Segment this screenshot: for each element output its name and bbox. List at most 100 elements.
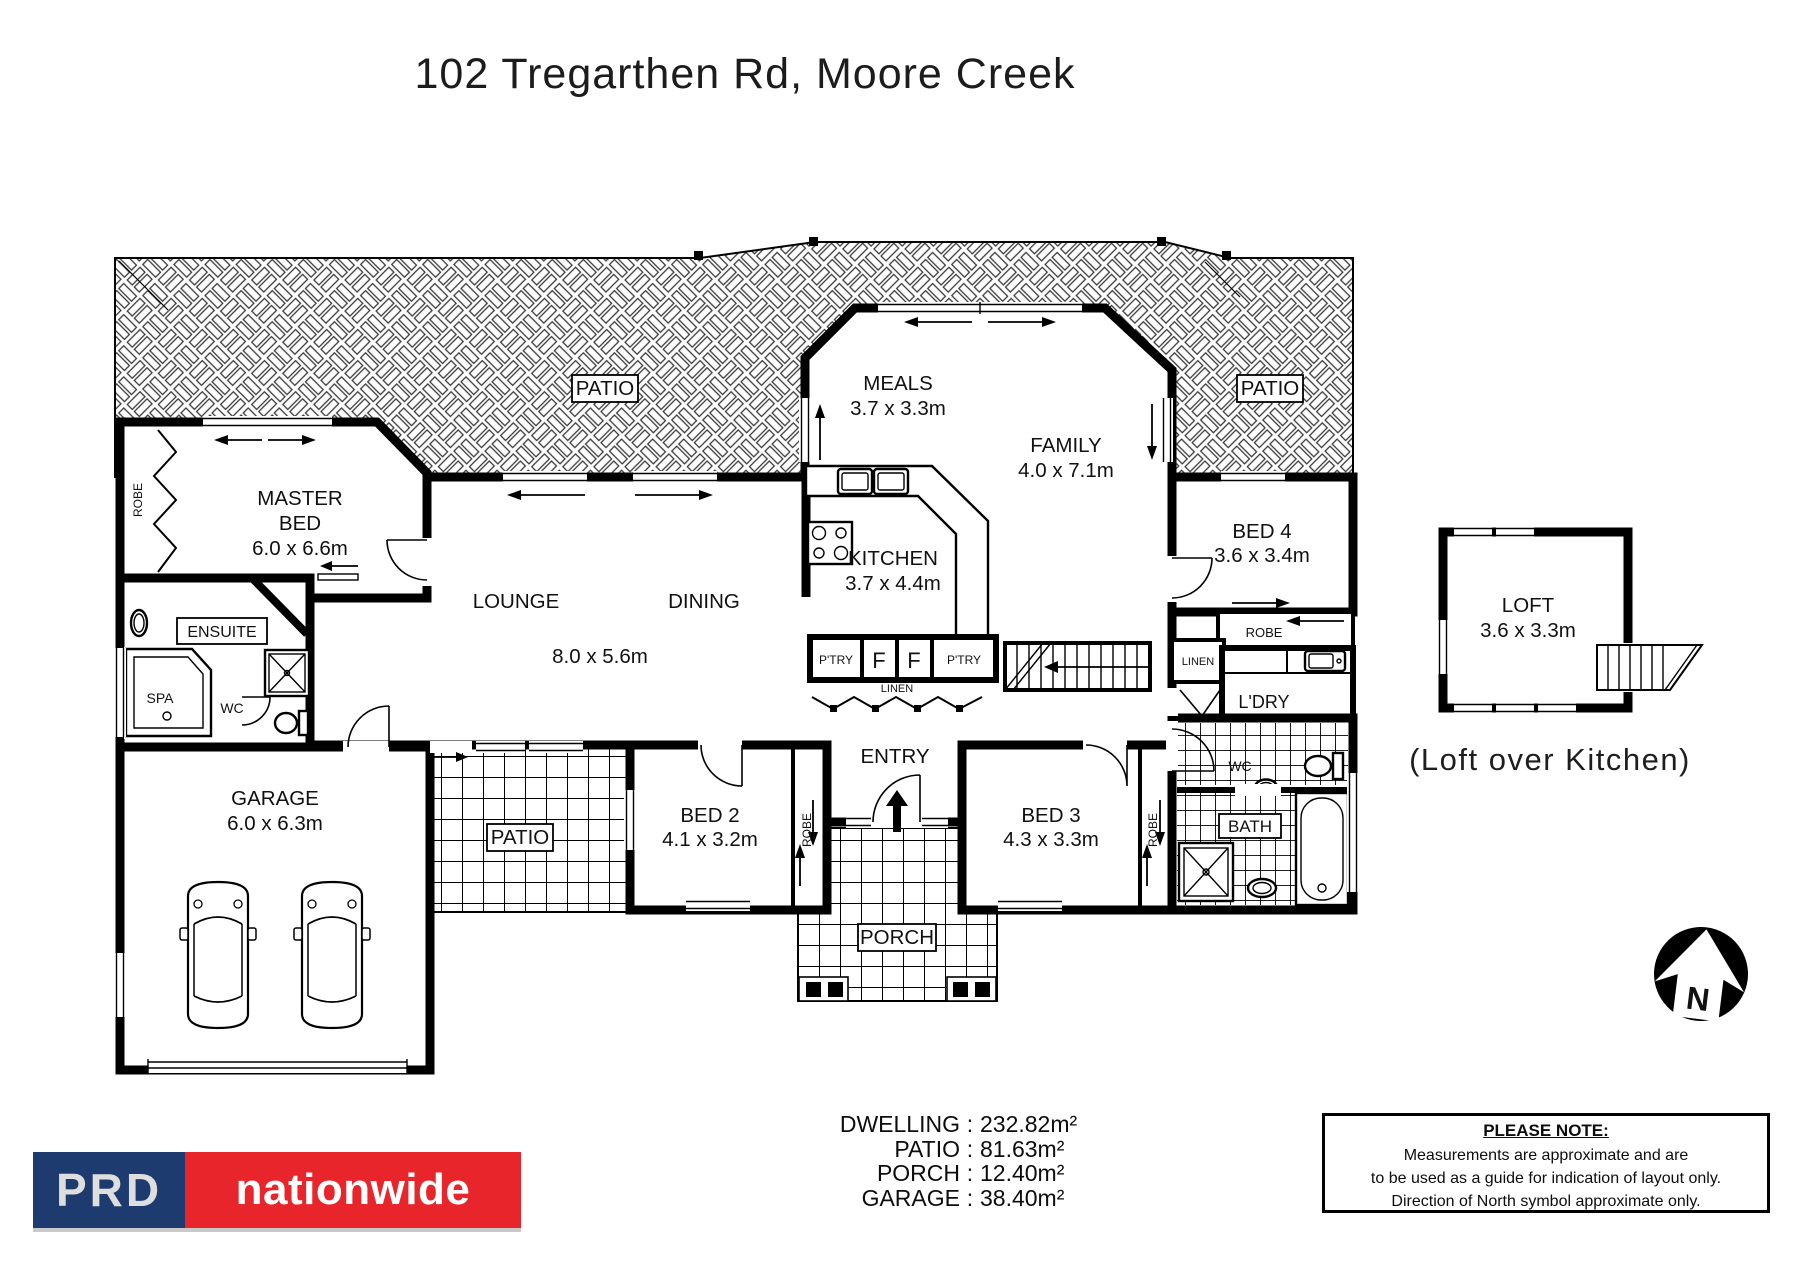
north-symbol: N [1654, 927, 1748, 1022]
lounge-dining-dims: 8.0 x 5.6m [552, 645, 648, 668]
bath-internal-gap [1235, 784, 1281, 796]
ensuite-label: ENSUITE [176, 617, 268, 645]
ensuite-toilet [273, 709, 310, 737]
family-label: FAMILY [1030, 434, 1102, 457]
logo-prd-text: PRD [55, 1164, 163, 1216]
bed3-dims: 4.3 x 3.3m [1003, 828, 1099, 851]
svg-text:PORCH: PORCH [860, 926, 934, 949]
master-robe-doors [152, 429, 178, 573]
loft-note: (Loft over Kitchen) [1409, 742, 1691, 777]
loft-stairs [1596, 643, 1704, 692]
kitchen-dims: 3.7 x 4.4m [845, 572, 941, 595]
entry-door [871, 774, 922, 832]
area-label: GARAGE [861, 1184, 960, 1211]
area-label: PATIO [894, 1135, 960, 1162]
bed3-label: BED 3 [1021, 804, 1080, 827]
garage-label: GARAGE [231, 787, 319, 810]
fixtures [124, 429, 1353, 1030]
ensuite-shower [263, 648, 311, 698]
loft: LOFT 3.6 x 3.3m [1437, 526, 1704, 714]
bed4-label: BED 4 [1232, 520, 1291, 543]
logo-blue-panel: PRD [33, 1152, 185, 1228]
family-dims: 4.0 x 7.1m [1018, 459, 1114, 482]
note-line-2: to be used as a guide for indication of … [1370, 1170, 1722, 1187]
area-label: PORCH [876, 1160, 960, 1187]
area-value: 12.40m² [980, 1160, 1065, 1187]
wc-bath-door [1166, 721, 1215, 772]
linen-door [1179, 689, 1221, 718]
wc-toilet [1303, 751, 1345, 781]
garage-internal-door [343, 705, 390, 753]
meals-dims: 3.7 x 3.3m [850, 397, 946, 420]
linen-label-pantry: LINEN [881, 683, 913, 695]
ensuite-wc-door [241, 696, 271, 726]
dining-label: DINING [668, 590, 740, 613]
pantry-label-right: P'TRY [947, 653, 981, 667]
loft-dims: 3.6 x 3.3m [1480, 619, 1576, 642]
bed2-dims: 4.1 x 3.2m [662, 828, 758, 851]
area-row-dwelling: DWELLING:232.82m² [700, 1112, 1110, 1137]
north-letter: N [1684, 980, 1711, 1019]
laundry-label: L'DRY [1238, 692, 1289, 712]
entry-label: ENTRY [860, 745, 929, 768]
lounge-label: LOUNGE [473, 590, 560, 613]
page-title: 102 Tregarthen Rd, Moore Creek [414, 50, 1076, 98]
bed4-robe-label: ROBE [1246, 625, 1283, 640]
spa-tub [124, 647, 213, 739]
logo-nationwide-text: nationwide [235, 1165, 471, 1214]
svg-text:BATH: BATH [1228, 817, 1272, 836]
ensuite-basin [129, 608, 149, 638]
bed3-walls [957, 740, 1177, 915]
laundry-bench [1222, 648, 1353, 674]
patio-label-top-left: PATIO [571, 374, 639, 403]
ensuite-wc-label: WC [220, 700, 243, 716]
stairs-main [1003, 641, 1152, 692]
labels: MASTER BED 6.0 x 6.6m LOUNGE DINING 8.0 … [131, 372, 1310, 952]
area-value: 232.82m² [980, 1111, 1078, 1137]
patio-label-left: PATIO [486, 823, 554, 852]
fridge-label-left: F [872, 648, 885, 673]
bed3-door [1083, 739, 1128, 787]
master-door [386, 538, 433, 586]
bed4-door [1166, 556, 1213, 602]
master-bed-label-2: BED [279, 512, 321, 535]
svg-text:PATIO: PATIO [491, 826, 549, 849]
pantry-row [807, 634, 999, 712]
note-line-1: Measurements are approximate and are [1403, 1147, 1689, 1164]
fridge-label-right: F [907, 648, 920, 673]
note-line-3: Direction of North symbol approximate on… [1391, 1193, 1701, 1210]
svg-text:PATIO: PATIO [576, 377, 634, 400]
master-bed-dims: 6.0 x 6.6m [252, 537, 348, 560]
prd-nationwide-logo: PRD nationwide [33, 1152, 521, 1232]
bathtub [1294, 791, 1350, 907]
meals-label: MEALS [863, 372, 933, 395]
bed2-door [698, 739, 743, 787]
garage-dims: 6.0 x 6.3m [227, 812, 323, 835]
doors [241, 538, 1281, 832]
patio-slider [430, 741, 472, 762]
area-value: 81.63m² [980, 1135, 1065, 1162]
linen-closet [1170, 638, 1226, 684]
loft-label: LOFT [1502, 594, 1555, 617]
area-value: 38.40m² [980, 1184, 1065, 1211]
car-right [292, 880, 372, 1030]
svg-text:PATIO: PATIO [1241, 377, 1299, 400]
car-left [178, 880, 258, 1030]
bath-shower [1177, 841, 1235, 903]
logo-red-panel: nationwide [185, 1152, 521, 1228]
stove [806, 520, 854, 566]
slide-arrows [214, 317, 1344, 886]
windows [114, 302, 1359, 1073]
please-note-box: PLEASE NOTE: Measurements are approximat… [1322, 1113, 1770, 1213]
bed4-dims: 3.6 x 3.4m [1214, 544, 1310, 567]
garage-door [147, 1059, 408, 1073]
bed4-robe-strip [1216, 610, 1355, 650]
linen-closet-label: LINEN [1182, 656, 1214, 668]
master-robe-label: ROBE [131, 483, 145, 517]
bed2-label: BED 2 [680, 804, 739, 827]
kitchen-label: KITCHEN [848, 547, 938, 570]
bath-basin [1246, 877, 1278, 899]
bath-label: BATH [1218, 813, 1282, 839]
